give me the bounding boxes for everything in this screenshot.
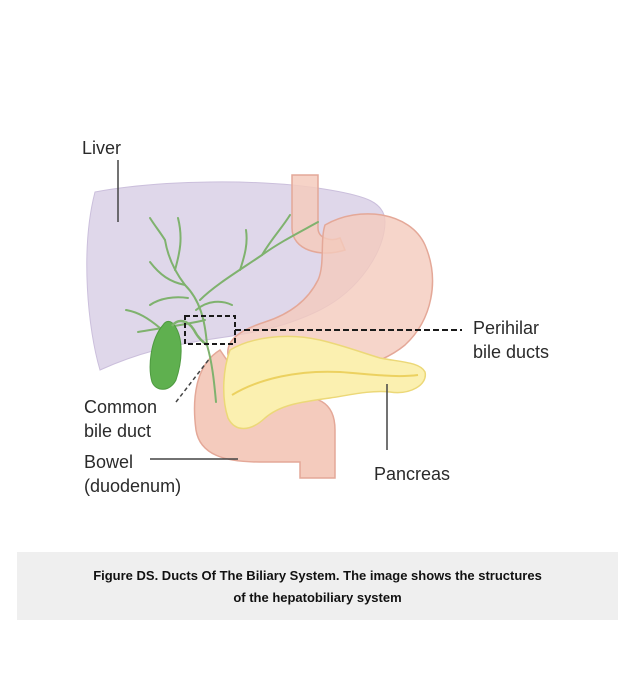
biliary-system-diagram bbox=[86, 160, 462, 479]
label-perihilar-line1: Perihilar bbox=[473, 318, 540, 338]
label-pancreas: Pancreas bbox=[374, 464, 451, 484]
bile-duct-tree bbox=[125, 214, 319, 403]
pancreatic-duct bbox=[231, 370, 419, 396]
label-bowel-line1: Bowel bbox=[84, 452, 134, 472]
common-bile-duct-leader-line bbox=[175, 357, 211, 403]
cystic-duct bbox=[171, 319, 208, 346]
label-liver: Liver bbox=[82, 138, 122, 158]
label-common-line1: Common bbox=[84, 397, 158, 417]
label-bowel-line2: (duodenum) bbox=[84, 476, 182, 496]
caption-box: Figure DS. Ducts Of The Biliary System. … bbox=[17, 552, 618, 620]
caption-line2: of the hepatobiliary system bbox=[233, 590, 402, 605]
gallbladder bbox=[149, 320, 182, 390]
caption-line1: Figure DS. Ducts Of The Biliary System. … bbox=[93, 568, 542, 583]
label-perihilar-line2: bile ducts bbox=[473, 342, 550, 362]
pancreas bbox=[222, 335, 426, 430]
label-common-line2: bile duct bbox=[84, 421, 152, 441]
